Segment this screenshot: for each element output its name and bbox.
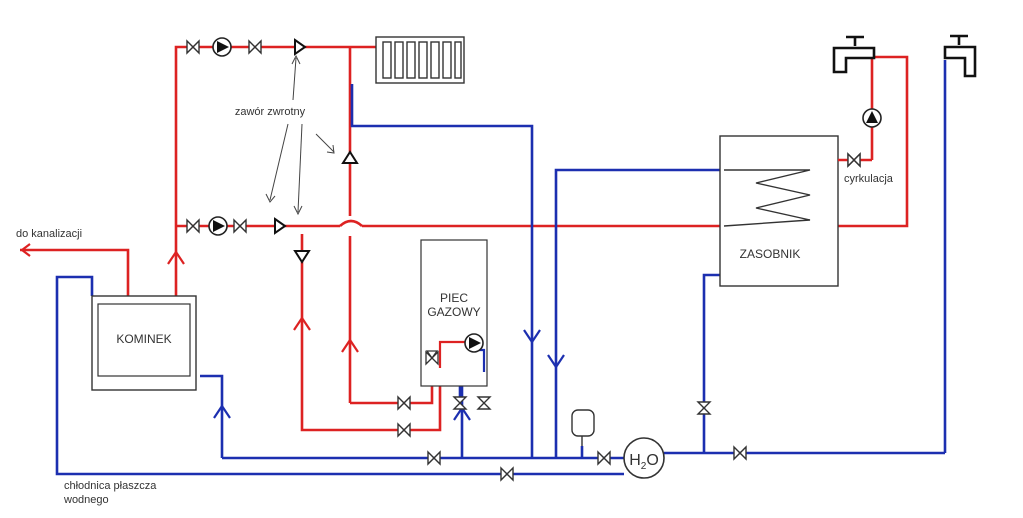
h2o-o: O: [646, 452, 658, 469]
check-valve-top-icon: [294, 39, 306, 55]
annotation-arrows: [265, 54, 335, 216]
cooler-label-line1: chłodnica płaszcza: [64, 480, 157, 492]
top-valve-right-icon: [248, 40, 262, 54]
boiler-valve-left: [453, 396, 467, 410]
circulation-pump-icon: [862, 108, 882, 128]
return-valve-upper-icon: [397, 396, 411, 410]
svg-text:H2O: H2O: [629, 452, 659, 472]
mid-pump-icon: [208, 216, 228, 236]
check-valve-riser-icon: [342, 151, 358, 164]
storage-tank-zasobnik: ZASOBNIK: [719, 135, 839, 287]
boiler-three-way-valve: [425, 350, 439, 366]
cooler-label-line2: wodnego: [63, 494, 109, 506]
top-pump-icon: [212, 37, 232, 57]
cold-tap-icon: [943, 34, 977, 78]
h2o-h: H: [629, 452, 641, 469]
circulation-valve-icon-fg: [847, 153, 861, 167]
flow-arrows: [20, 243, 565, 421]
cold-valve-4-icon: [733, 446, 747, 460]
check-valve-label: zawór zwrotny: [235, 106, 306, 118]
radiator: [375, 36, 465, 84]
cold-valve-1-icon: [427, 451, 441, 465]
expansion-vessel: [571, 409, 595, 446]
cold-valve-3-icon: [597, 451, 611, 465]
drain-label: do kanalizacji: [16, 228, 82, 240]
water-meter-h2o: H2O: [623, 437, 665, 479]
hot-tap-icon: [832, 35, 876, 74]
cold-water-pipes: [55, 60, 947, 476]
mid-valve-left-icon: [186, 219, 200, 233]
gas-boiler: PIEC GAZOWY: [420, 239, 488, 387]
check-valve-mid-icon: [274, 218, 286, 234]
boiler-pump-icon: [464, 333, 484, 353]
piec-label-line2: GAZOWY: [427, 305, 480, 319]
top-valve-left-icon: [186, 40, 200, 54]
hot-water-pipes: [20, 45, 909, 432]
circulation-label: cyrkulacja: [844, 173, 894, 185]
cold-valve-2-icon: [500, 467, 514, 481]
piec-label-line1: PIEC: [440, 291, 468, 305]
check-valve-return-icon: [294, 250, 310, 263]
mid-valve-right-icon: [233, 219, 247, 233]
tank-inlet-valve-icon: [697, 401, 711, 415]
zasobnik-label: ZASOBNIK: [740, 247, 801, 261]
return-valve-lower-icon: [397, 423, 411, 437]
kominek-label: KOMINEK: [116, 332, 171, 346]
h2o-sub: 2: [641, 461, 647, 472]
boiler-valve-right: [477, 396, 491, 410]
fireplace-kominek: KOMINEK: [91, 295, 197, 391]
